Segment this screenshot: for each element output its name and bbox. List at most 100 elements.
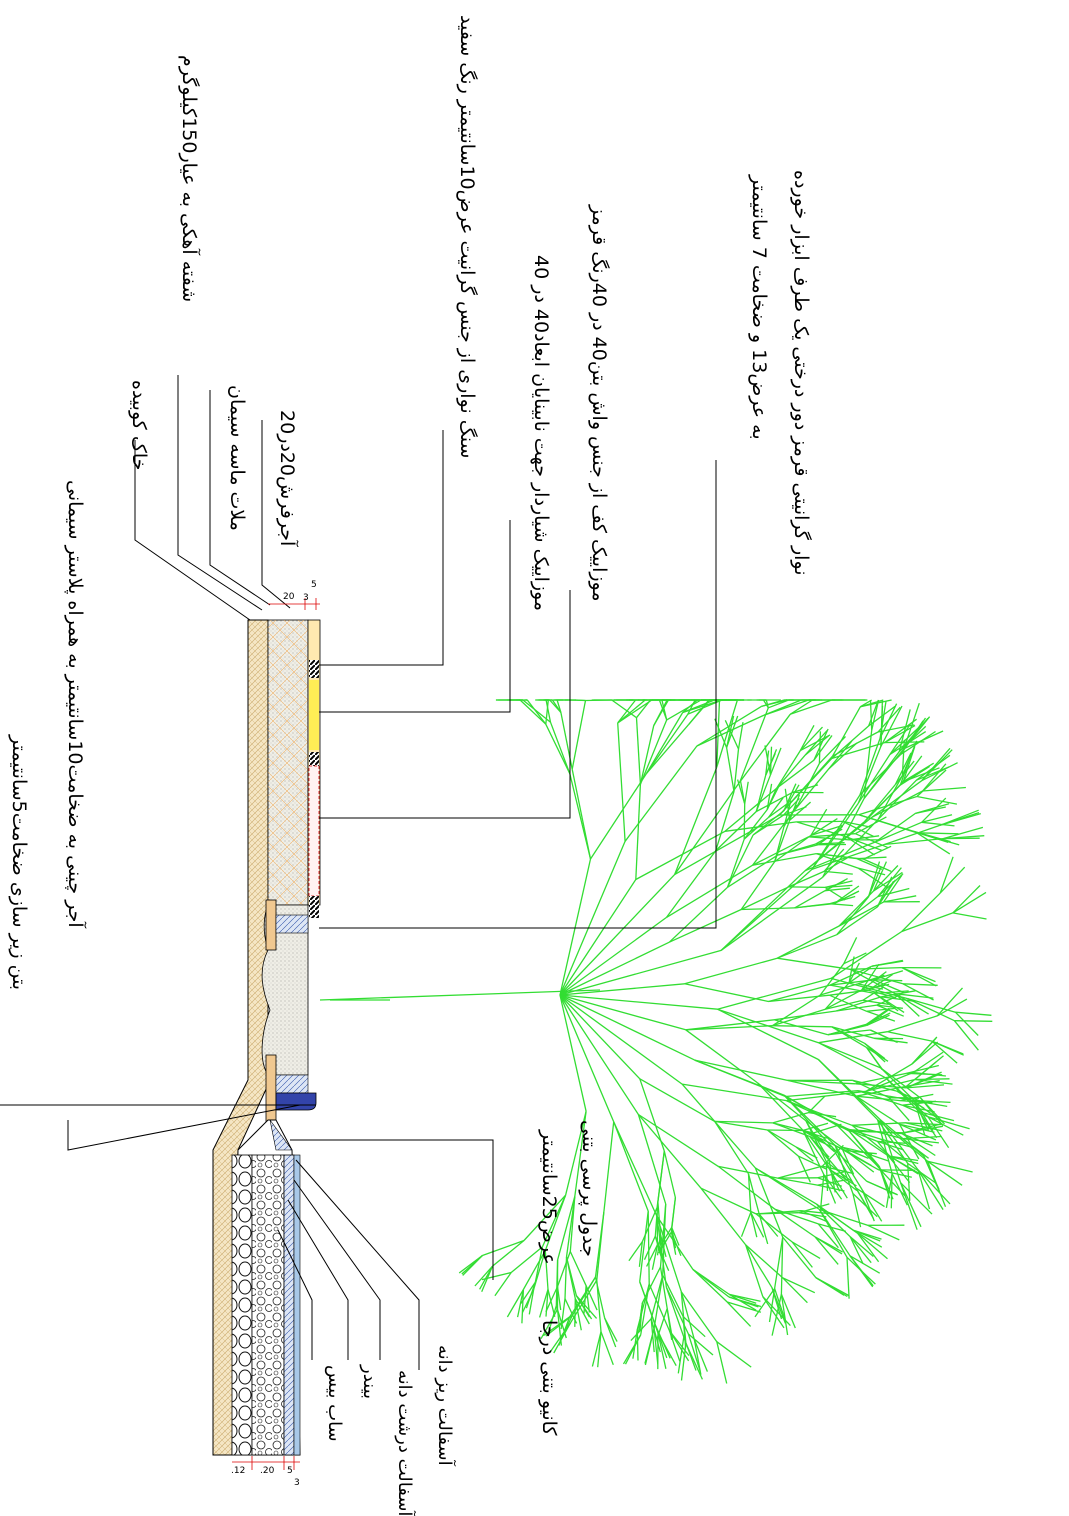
- tree-branch: [816, 1278, 844, 1296]
- tree-branch: [789, 887, 826, 888]
- tree-branch: [646, 714, 688, 774]
- label-gravel-slope: شفته آهکی به عیار150کیلوگرم: [178, 55, 200, 302]
- tree-branch: [638, 1115, 665, 1204]
- tree-branch: [823, 819, 879, 877]
- tree-branch: [560, 859, 591, 995]
- tree-branch: [685, 958, 778, 984]
- tree-branch: [777, 935, 837, 959]
- tree-branch: [675, 815, 780, 875]
- tree-branch: [618, 700, 636, 723]
- brick-wall-left: [266, 900, 276, 950]
- tree-branch: [902, 968, 936, 982]
- subbase-layer: [232, 1155, 252, 1455]
- tree-branch: [815, 1237, 838, 1265]
- tree-branch: [721, 877, 822, 950]
- tree-branch: [618, 723, 625, 841]
- tree-branch: [640, 1079, 715, 1122]
- tree-branch: [561, 713, 572, 770]
- tree-branch: [837, 1126, 877, 1142]
- label-fine-asphalt: آسفالت ریز دانه: [434, 1345, 455, 1466]
- tree-branch: [783, 1278, 815, 1293]
- tree-branch: [805, 842, 875, 871]
- tree-branch: [955, 1012, 978, 1035]
- tree-branch: [895, 994, 919, 1017]
- label-granite-edge: نوار گرانیتی قرمز دور درختی یک طرف ابزار…: [790, 170, 812, 576]
- tree-branch: [867, 1048, 888, 1062]
- tree-branch: [772, 995, 820, 1026]
- tree-branch: [902, 913, 953, 932]
- tree-branch: [560, 995, 640, 1079]
- tree-branch: [727, 748, 734, 792]
- tree-branch: [640, 720, 666, 784]
- tree-branch: [614, 1122, 657, 1216]
- tree-branch: [560, 875, 675, 995]
- tree-branch: [718, 1166, 775, 1209]
- tree-branch: [637, 1329, 638, 1360]
- tree-branch: [853, 1230, 880, 1241]
- label-concrete-base: بتن زیر سازی ضخامت5سانتیمتر: [8, 735, 30, 990]
- tree-branch: [717, 700, 738, 767]
- tree-branch: [913, 1052, 943, 1072]
- tree-branch: [718, 1166, 777, 1178]
- tree-branch: [872, 960, 903, 966]
- tree-branch: [751, 1212, 757, 1237]
- tree-branch: [667, 851, 716, 918]
- tree-branch: [636, 784, 641, 879]
- tree-branch: [897, 1091, 924, 1108]
- tree-branch: [625, 746, 697, 841]
- tree-branch: [901, 1183, 921, 1227]
- tree-branch: [777, 926, 839, 958]
- tree-branch: [912, 1042, 938, 1064]
- tree-branch: [570, 774, 591, 859]
- label-coarse-asphalt: آسفالت درشت دانه: [394, 1370, 415, 1516]
- tree-branch: [887, 1016, 937, 1032]
- tree-branch: [815, 1237, 842, 1254]
- tree-branch: [767, 1130, 802, 1131]
- tree-branch: [881, 706, 883, 747]
- tree-branch: [940, 857, 953, 893]
- tree-branch: [915, 807, 945, 813]
- tree-branch: [604, 1122, 614, 1212]
- tree-branch: [953, 913, 987, 919]
- tree-branch: [901, 1183, 932, 1214]
- tree-branch: [701, 1188, 746, 1245]
- tree-branch: [715, 1121, 749, 1173]
- tree-branch: [917, 833, 950, 854]
- tree-branch: [520, 700, 546, 724]
- tree-branch: [915, 1079, 950, 1080]
- tree-branch: [857, 857, 887, 858]
- tree-branch: [783, 1237, 816, 1278]
- tree-branch: [796, 769, 829, 808]
- tree-branch: [767, 1130, 796, 1147]
- tree-branch: [492, 1241, 524, 1267]
- tree-branch: [560, 995, 586, 1111]
- tree-branch: [809, 1096, 826, 1113]
- tree-branch: [575, 1299, 576, 1327]
- label-brick-paving: آجرفرش20در20: [276, 410, 298, 546]
- tree-branch: [902, 893, 940, 931]
- tree-branch: [568, 700, 585, 701]
- tree-branch: [638, 1115, 718, 1167]
- tree-branch: [565, 1257, 567, 1299]
- tree-branch: [597, 1280, 601, 1332]
- tree-branch: [753, 854, 817, 866]
- binder-layer: [284, 1155, 294, 1455]
- tree-branch: [844, 937, 857, 963]
- tree-branch: [546, 724, 570, 773]
- tree-branch: [773, 1113, 809, 1123]
- tree-branch: [740, 708, 768, 782]
- tree-branch: [686, 1030, 758, 1083]
- tree-branch: [778, 1166, 823, 1178]
- tree-branch: [746, 1245, 772, 1288]
- tree-branch: [551, 722, 570, 773]
- tree-branch: [819, 731, 820, 763]
- tree-branch: [843, 821, 872, 827]
- tree-branch: [675, 782, 740, 875]
- label-binder: بیندر: [359, 1365, 380, 1399]
- tree-branch: [683, 1317, 705, 1337]
- label-mosaic-1: موزاییک کف از جنس واش بتن40 در 40رنگ قرم…: [588, 205, 610, 602]
- tree-branch: [701, 1188, 756, 1214]
- tree-branch: [744, 804, 745, 839]
- tree-branch: [783, 1278, 808, 1303]
